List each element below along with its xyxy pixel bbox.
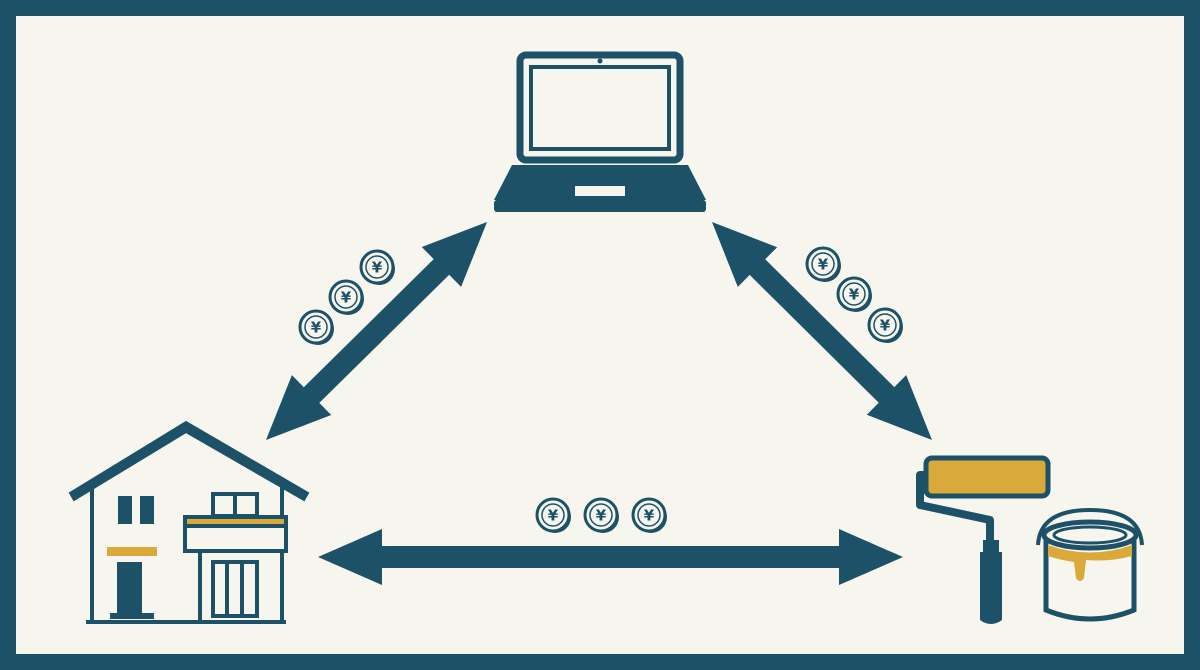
arrow-house-laptop	[266, 222, 487, 440]
yen-coin-icon: ¥	[298, 309, 334, 345]
yen-coin-icon: ¥	[805, 246, 841, 282]
yen-symbol: ¥	[372, 259, 383, 277]
yen-symbol: ¥	[849, 286, 860, 304]
yen-symbol: ¥	[311, 319, 322, 337]
coins-laptop-paint: ¥ ¥ ¥	[805, 246, 903, 343]
arrow-house-paint	[318, 529, 903, 585]
coins-house-paint: ¥ ¥ ¥	[535, 497, 667, 533]
yen-coin-icon: ¥	[631, 497, 667, 533]
yen-symbol: ¥	[880, 317, 891, 335]
yen-coin-icon: ¥	[836, 276, 872, 312]
coins-house-laptop: ¥ ¥ ¥	[298, 249, 395, 345]
yen-symbol: ¥	[644, 507, 655, 525]
coin-groups: ¥ ¥ ¥ ¥ ¥ ¥ ¥ ¥ ¥	[298, 246, 903, 533]
yen-symbol: ¥	[596, 507, 607, 525]
laptop-icon	[494, 51, 706, 212]
yen-symbol: ¥	[548, 507, 559, 525]
yen-symbol: ¥	[818, 256, 829, 274]
connection-arrows	[266, 222, 932, 585]
paint-roller-and-can-icon	[916, 455, 1144, 624]
yen-coin-icon: ¥	[583, 497, 619, 533]
yen-symbol: ¥	[341, 289, 352, 307]
yen-coin-icon: ¥	[328, 279, 364, 315]
yen-coin-icon: ¥	[535, 497, 571, 533]
arrow-laptop-paint	[712, 222, 932, 440]
house-icon	[68, 420, 310, 624]
yen-coin-icon: ¥	[867, 307, 903, 343]
yen-coin-icon: ¥	[359, 249, 395, 285]
